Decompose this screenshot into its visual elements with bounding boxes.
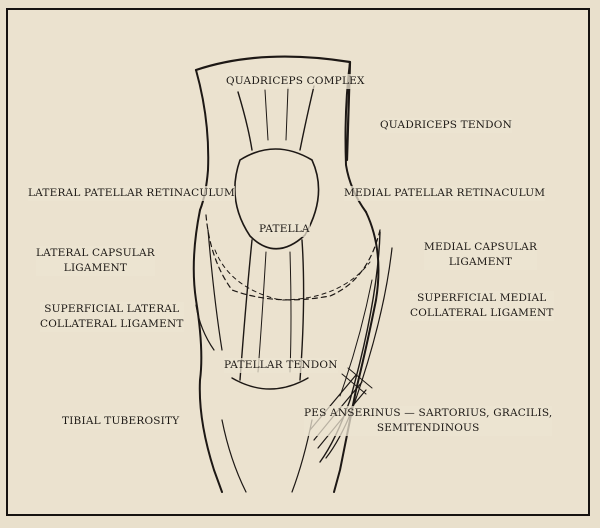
label-pes-anserinus: PES ANSERINUS — SARTORIUS, GRACILIS, SEM… xyxy=(304,406,552,436)
label-lateral-patellar-retinaculum: LATERAL PATELLAR RETINACULUM xyxy=(28,186,235,201)
leg-right-edge xyxy=(334,212,378,492)
quadriceps-outline xyxy=(196,57,350,160)
label-patella: PATELLA xyxy=(259,222,310,237)
label-patellar-tendon: PATELLAR TENDON xyxy=(224,358,338,373)
label-lateral-capsular-ligament: LATERAL CAPSULAR LIGAMENT xyxy=(36,246,155,276)
label-quadriceps-tendon: QUADRICEPS TENDON xyxy=(380,118,512,133)
label-medial-patellar-retinaculum: MEDIAL PATELLAR RETINACULUM xyxy=(344,186,545,201)
label-medial-capsular-ligament: MEDIAL CAPSULAR LIGAMENT xyxy=(424,240,537,270)
label-superficial-lateral-collateral-ligament: SUPERFICIAL LATERAL COLLATERAL LIGAMENT xyxy=(40,302,184,332)
label-superficial-medial-collateral-ligament: SUPERFICIAL MEDIAL COLLATERAL LIGAMENT xyxy=(410,291,554,321)
label-quadriceps-complex: QUADRICEPS COMPLEX xyxy=(226,74,365,89)
leg-left-edge xyxy=(194,210,222,492)
label-tibial-tuberosity: TIBIAL TUBEROSITY xyxy=(62,414,179,429)
